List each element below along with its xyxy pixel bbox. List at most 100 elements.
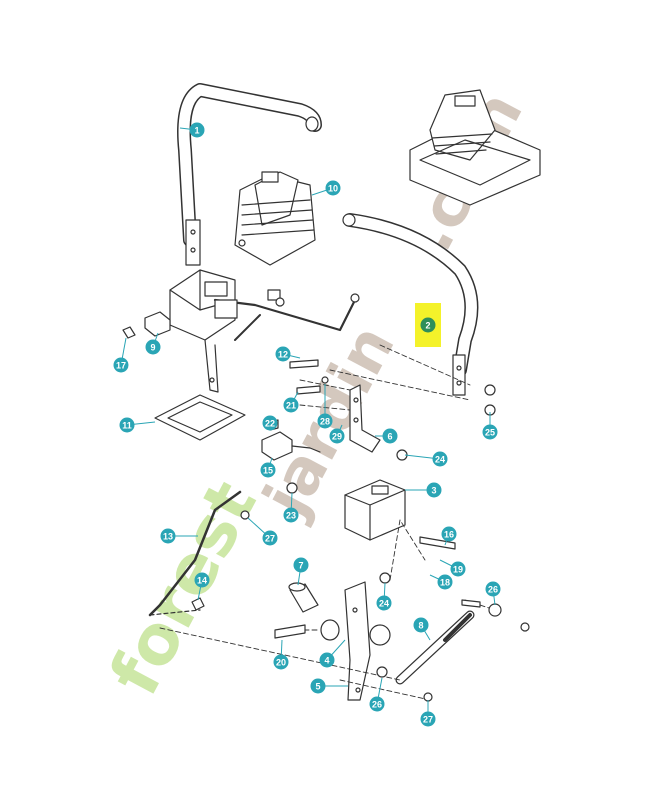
- callout-c4: 4: [319, 639, 346, 668]
- callout-c8: 8: [413, 617, 431, 641]
- callout-badge: [369, 696, 385, 712]
- boot-cover-assembled-part: [409, 89, 541, 206]
- callout-badge: [113, 357, 129, 373]
- callout-c24b: 24: [376, 582, 392, 611]
- callout-badge: [413, 617, 429, 633]
- bracket-part-3: [344, 479, 406, 541]
- callout-number: 26: [488, 585, 498, 595]
- switch-part-15: [261, 431, 321, 461]
- callout-c7: 7: [293, 557, 309, 586]
- callout-badge: [189, 122, 205, 138]
- callout-number: 23: [286, 511, 296, 521]
- callout-badge: [432, 451, 448, 467]
- callout-c28: 28: [317, 384, 333, 429]
- callout-number: 27: [265, 534, 275, 544]
- handle-left-part: [177, 83, 322, 266]
- callout-c22: 22: [262, 415, 278, 431]
- callout-badge: [329, 428, 345, 444]
- callout-badge: [382, 428, 398, 444]
- callout-number: 7: [298, 561, 303, 571]
- callout-number: 20: [276, 658, 286, 668]
- callout-c18: 18: [429, 574, 453, 590]
- callout-number: 3: [431, 486, 436, 496]
- callout-badge: [426, 482, 442, 498]
- callout-c24a: 24: [404, 451, 448, 467]
- callout-c5: 5: [310, 678, 348, 694]
- callout-c13: 13: [160, 528, 198, 544]
- callout-number: 19: [453, 565, 463, 575]
- callout-number: 29: [332, 432, 342, 442]
- callout-number: 9: [150, 343, 155, 353]
- callout-badge: [262, 415, 278, 431]
- callout-badge: [283, 397, 299, 413]
- callout-number: 21: [286, 401, 296, 411]
- lower-arm-part-5: [320, 581, 391, 701]
- callout-badge: [293, 557, 309, 573]
- callout-c21: 21: [283, 391, 299, 413]
- gasket-part-11: [154, 394, 246, 441]
- callout-badge: [325, 180, 341, 196]
- callout-c19: 19: [439, 559, 466, 577]
- boot-cover-part: [234, 171, 316, 266]
- callout-number: 11: [122, 421, 132, 431]
- callout-badge: [194, 572, 210, 588]
- callout-number: 18: [440, 578, 450, 588]
- callout-badge: [275, 346, 291, 362]
- callout-badge: [119, 417, 135, 433]
- callout-number: 8: [418, 621, 423, 631]
- callout-c9: 9: [145, 332, 161, 355]
- callout-number: 2: [425, 321, 430, 331]
- callout-number: 24: [435, 455, 445, 465]
- exploded-parts-drawing: [122, 83, 541, 702]
- callout-number: 25: [485, 428, 495, 438]
- callout-number: 15: [263, 466, 273, 476]
- handle-right-part: [342, 213, 479, 396]
- callout-c11: 11: [119, 417, 156, 433]
- arm-part-6: [349, 384, 381, 453]
- callout-number: 22: [265, 419, 275, 429]
- fasteners: [191, 297, 530, 702]
- callout-number: 24: [379, 599, 389, 609]
- callout-c12: 12: [275, 346, 301, 362]
- callout-c26a: 26: [485, 581, 501, 606]
- callout-badge: [441, 526, 457, 542]
- callout-c20: 20: [273, 639, 289, 670]
- callout-badge: [450, 561, 466, 577]
- callout-c16: 16: [441, 526, 457, 546]
- bushing-part-7: [288, 582, 319, 613]
- callout-number: 28: [320, 417, 330, 427]
- callout-c3: 3: [405, 482, 442, 498]
- callout-number: 6: [387, 432, 392, 442]
- callout-badge: [319, 652, 335, 668]
- callout-badge: [145, 339, 161, 355]
- callout-c15: 15: [260, 457, 276, 478]
- bolt-part-17: [122, 326, 136, 339]
- callout-number: 5: [315, 682, 320, 692]
- callout-c10: 10: [311, 180, 341, 196]
- callout-badge: [482, 424, 498, 440]
- callout-c29: 29: [329, 424, 345, 444]
- callout-badge: [420, 711, 436, 727]
- callout-number: 14: [197, 576, 207, 586]
- callout-number: 27: [423, 715, 433, 725]
- callout-badge: [283, 507, 299, 523]
- callout-badge: [262, 530, 278, 546]
- callout-badge: [420, 317, 436, 333]
- gas-spring-part-8: [395, 610, 475, 685]
- callout-badge: [317, 413, 333, 429]
- callout-badge: [310, 678, 326, 694]
- callout-c6: 6: [375, 428, 398, 444]
- callout-badge: [485, 581, 501, 597]
- watermark-forest: forest: [95, 469, 272, 708]
- callout-number: 1: [194, 126, 199, 136]
- callout-c27a: 27: [247, 517, 278, 546]
- callout-badge: [437, 574, 453, 590]
- callout-c14: 14: [194, 572, 210, 601]
- callout-number: 17: [116, 361, 126, 371]
- callout-badge: [273, 654, 289, 670]
- callout-c26b: 26: [369, 677, 385, 712]
- callout-c1: 1: [179, 122, 205, 138]
- callout-badge: [260, 462, 276, 478]
- callout-number: 12: [278, 350, 288, 360]
